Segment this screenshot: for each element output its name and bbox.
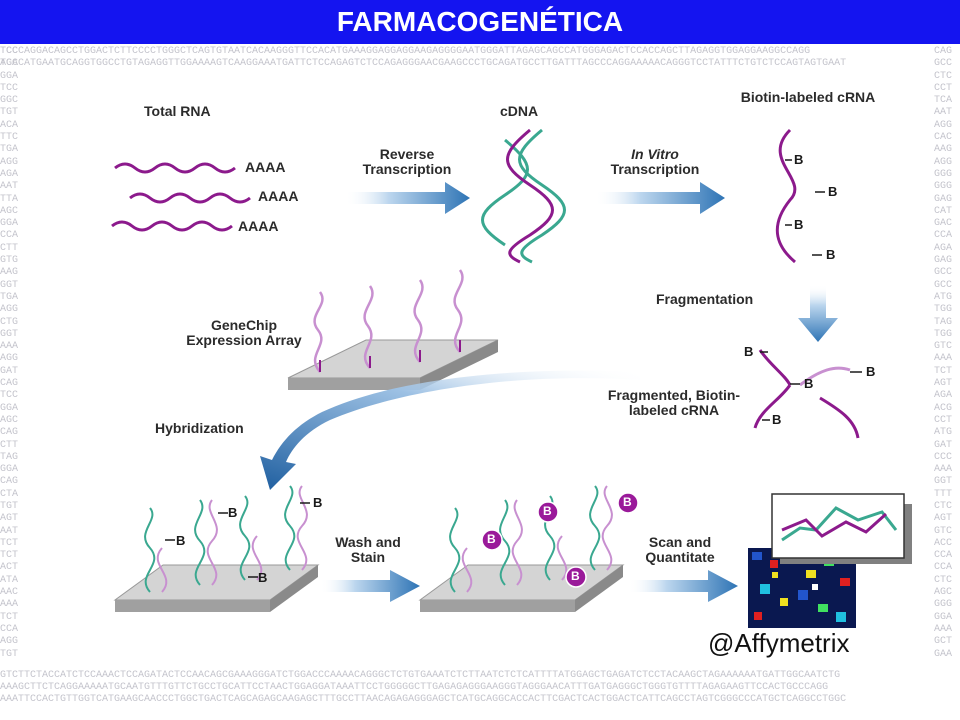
stain-b-label: B (487, 532, 496, 546)
transcription-label: Transcription (610, 161, 700, 177)
biotin-tag: B (258, 570, 268, 585)
wash-stain-label: Wash and Stain (335, 534, 401, 565)
genechip-array (287, 269, 499, 390)
biotin-tag: B (228, 505, 238, 520)
biotin-tag: B (826, 247, 836, 262)
stained-chip (418, 485, 639, 612)
cdna-label: cDNA (500, 103, 539, 119)
total-rna-label: Total RNA (144, 103, 211, 119)
biotin-tag: B (828, 184, 838, 199)
biotin-tag: B (794, 152, 804, 167)
affymetrix-credit: @Affymetrix (708, 628, 850, 658)
stain-b-label: B (571, 569, 580, 583)
polya-tail-2: AAAA (258, 188, 299, 204)
cdna-helix (481, 128, 566, 264)
dna-sequence-line: AAAGCTTCTCAGGAAAAATGCAATGTTTGTTCTGCCTGCA… (0, 682, 829, 693)
hybridization-arrow (260, 370, 640, 490)
biotin-tag: B (794, 217, 804, 232)
polya-tail-3: AAAA (238, 218, 279, 234)
reverse-transcription-label: Reverse Transcription (362, 146, 452, 177)
stain-markers (481, 492, 639, 588)
hybridization-label: Hybridization (155, 420, 244, 436)
dna-sequence-line: TCCCAGGACAGCCTGGACTCTTCCCCTGGGCTCAGTGTAA… (0, 46, 811, 57)
result-graph (771, 493, 912, 564)
hybridized-chip (113, 485, 320, 612)
scan-quantitate-label: Scan and Quantitate (645, 534, 715, 565)
in-vitro-label: In Vitro (631, 146, 679, 162)
dna-sequence-line: GTCTTCTACCATCTCCAAACTCCAGATACTCCAACAGCGA… (0, 670, 841, 681)
fragmentation-arrow (798, 285, 838, 342)
biotin-tag: B (176, 533, 186, 548)
total-rna-strands (111, 162, 251, 232)
biotin-crna-strand (775, 128, 797, 264)
fragmented-crna-label: Fragmented, Biotin-labeled cRNA (607, 387, 741, 418)
fragmented-crna (753, 349, 860, 439)
wash-stain-arrow (320, 570, 420, 602)
biotin-tag: B (772, 412, 782, 427)
stain-b-label: B (543, 504, 552, 518)
biotin-tag: B (744, 344, 754, 359)
page-title: FARMACOGENÉTICA (336, 6, 624, 37)
fragmentation-label: Fragmentation (656, 291, 754, 307)
biotin-tag: B (313, 495, 323, 510)
scan-arrow (628, 570, 738, 602)
stain-b-label: B (623, 495, 632, 509)
dna-sequence-line: TGCCATGAATGCAGGTGGCCTGTAGAGGTTGGAAAAGTCA… (0, 58, 847, 69)
title-bar: FARMACOGENÉTICA (0, 0, 960, 44)
biotin-tag: B (804, 376, 814, 391)
dna-sequence-line: AAATTCCACTGTTGGTCATGAAGCAACCCTGGCTGACTCA… (0, 694, 847, 705)
biotin-tag: B (866, 364, 876, 379)
biotin-crna-label: Biotin-labeled cRNA (740, 89, 876, 105)
polya-tail-1: AAAA (245, 159, 286, 175)
genechip-label: GeneChip Expression Array (186, 317, 302, 348)
in-vitro-transcription-arrow (595, 182, 725, 214)
reverse-transcription-arrow (345, 182, 470, 214)
